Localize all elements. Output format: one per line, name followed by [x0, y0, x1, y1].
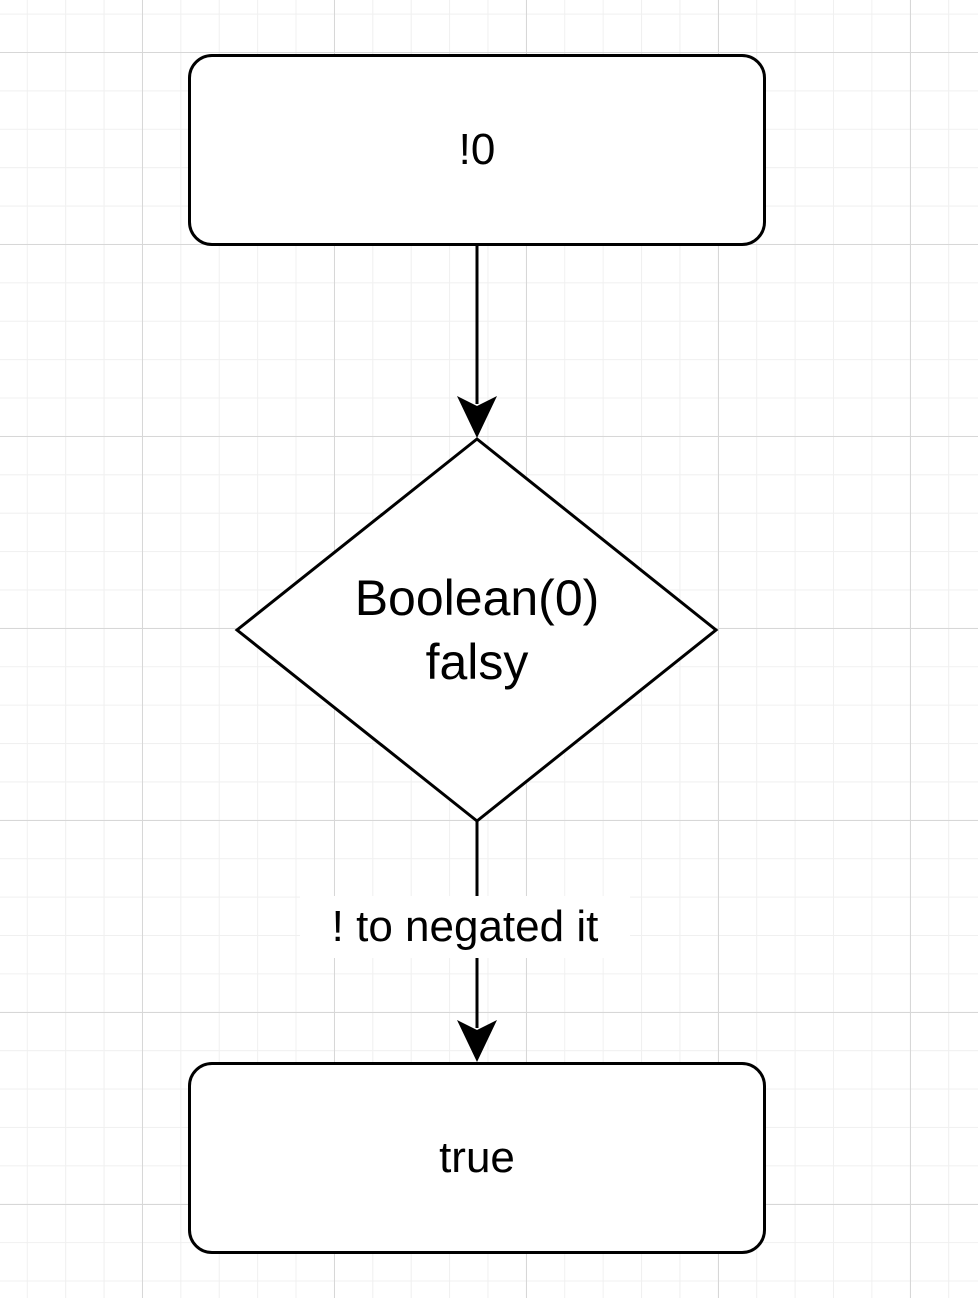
arrowhead-decision-to-result: [457, 1020, 497, 1062]
decision-node-text: Boolean(0) falsy: [280, 550, 674, 710]
edge-label-negate[interactable]: ! to negated it: [300, 896, 630, 958]
result-node-label: true: [439, 1133, 515, 1182]
start-node-label: !0: [458, 125, 496, 174]
decision-line-2: falsy: [425, 634, 529, 690]
arrowhead-start-to-decision: [457, 396, 497, 438]
decision-line-1: Boolean(0): [354, 570, 600, 626]
start-node[interactable]: !0: [188, 54, 766, 246]
result-node[interactable]: true: [188, 1062, 766, 1254]
edge-label-text: ! to negated it: [331, 902, 599, 951]
